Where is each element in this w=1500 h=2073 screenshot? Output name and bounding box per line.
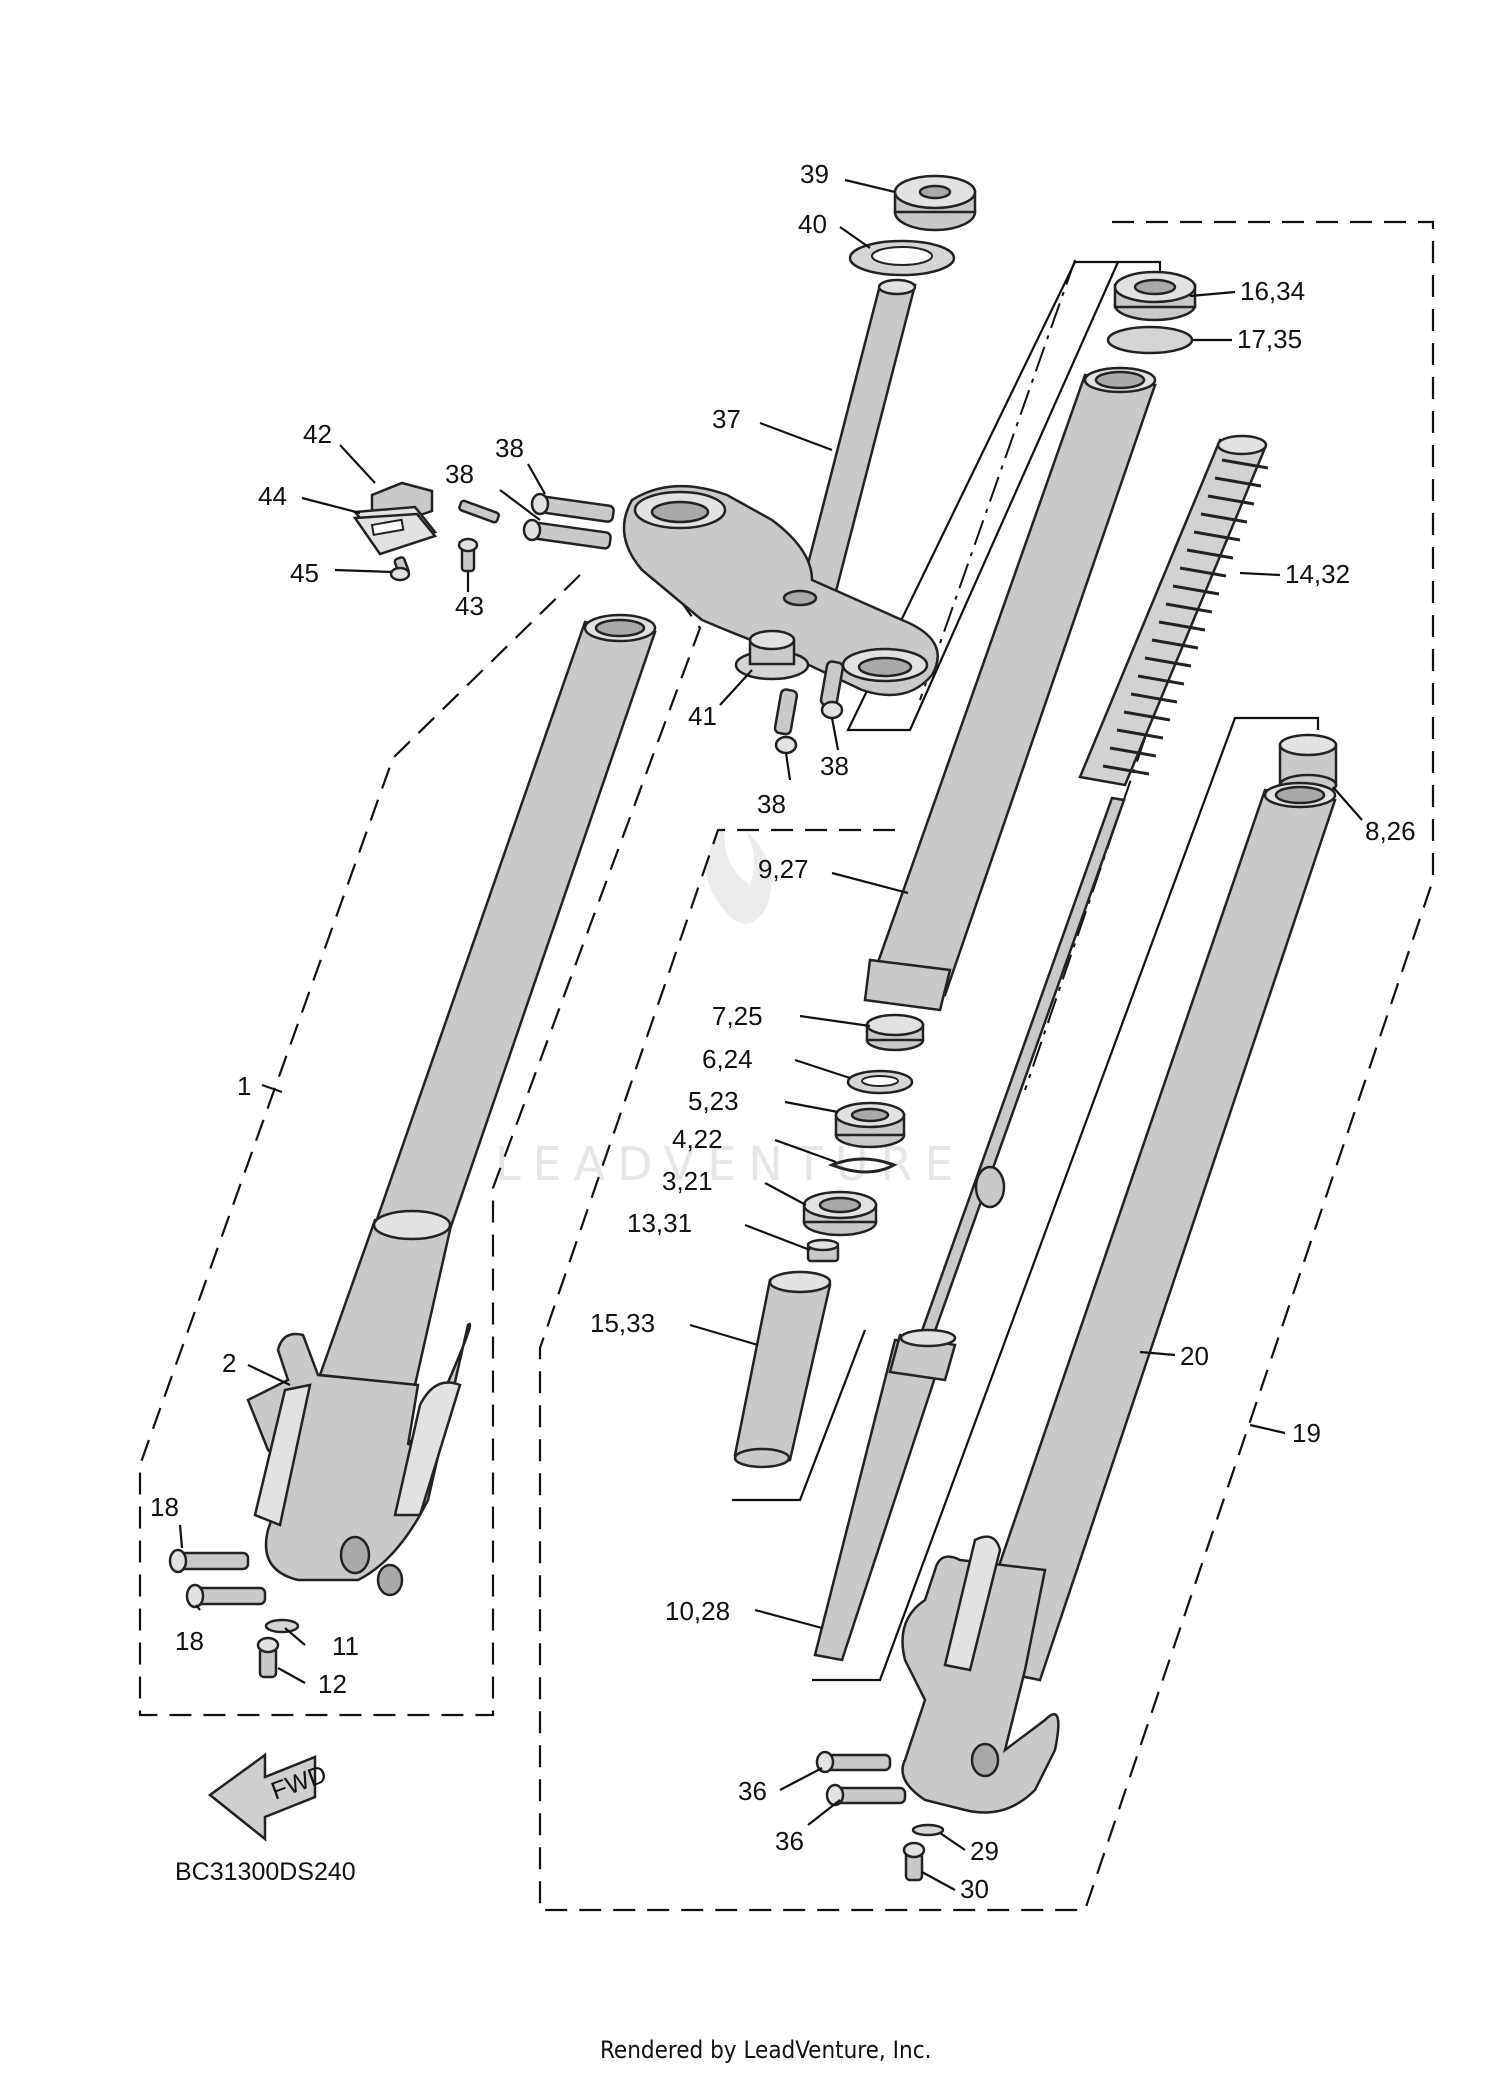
callout-39: 39 <box>800 159 829 189</box>
callout-8-26: 8,26 <box>1365 816 1416 846</box>
circlip <box>827 1157 898 1174</box>
steering-nut <box>893 174 977 232</box>
bracket-clamp <box>846 261 1120 732</box>
outer-tube <box>963 781 1337 1682</box>
bearing-seat <box>734 629 810 681</box>
callout-7-25: 7,25 <box>712 1001 763 1031</box>
washer-11 <box>264 1618 300 1634</box>
callout-40: 40 <box>798 209 827 239</box>
callout-9-27: 9,27 <box>758 854 809 884</box>
hose-guide-plate <box>352 512 438 556</box>
callout-36-a: 36 <box>738 1776 767 1806</box>
cap-bolt <box>1113 270 1197 322</box>
damper-rod <box>916 796 1126 1347</box>
callout-14-32: 14,32 <box>1285 559 1350 589</box>
steering-washer <box>848 239 956 277</box>
bolt-30 <box>902 1841 926 1882</box>
steering-stem <box>798 278 917 597</box>
callout-11: 11 <box>332 1631 359 1661</box>
axle-bolt-18-a <box>168 1548 250 1574</box>
fork-spring <box>1078 434 1269 787</box>
right-lower-leg <box>901 1535 1060 1814</box>
callout-30: 30 <box>960 1874 989 1904</box>
callout-42: 42 <box>303 419 332 449</box>
bracket-cartridge <box>812 716 1320 1682</box>
washer-6 <box>846 1069 914 1095</box>
callout-5-23: 5,23 <box>688 1086 739 1116</box>
callout-3-21: 3,21 <box>662 1166 713 1196</box>
fwd-arrow: FWD <box>207 1752 331 1842</box>
callout-44: 44 <box>258 481 287 511</box>
slide-bushing <box>865 1013 925 1052</box>
nut-13 <box>806 1238 840 1263</box>
pinch-bolt-upper-b <box>522 518 612 550</box>
callout-38-d: 38 <box>757 789 786 819</box>
callout-45: 45 <box>290 558 319 588</box>
leader-lines <box>178 178 1363 1891</box>
bracket-damper <box>732 1329 867 1502</box>
callout-18-bottom: 18 <box>175 1626 204 1656</box>
callout-4-22: 4,22 <box>672 1124 723 1154</box>
callout-13-31: 13,31 <box>627 1208 692 1238</box>
axle-bolt-36-a <box>815 1750 892 1774</box>
oil-seal <box>834 1101 906 1149</box>
bolt-12 <box>256 1636 280 1679</box>
alignment-line-1 <box>919 259 1076 701</box>
washer-29 <box>911 1823 945 1837</box>
callout-36-b: 36 <box>775 1826 804 1856</box>
callout-29: 29 <box>970 1836 999 1866</box>
callout-38-c: 38 <box>820 751 849 781</box>
callout-38-a: 38 <box>495 433 524 463</box>
dust-seal <box>802 1190 878 1237</box>
cartridge-rod <box>813 1328 957 1662</box>
left-fork-assembly <box>246 613 657 1597</box>
pinch-bolt-upper-a <box>530 492 615 523</box>
callout-6-24: 6,24 <box>702 1044 753 1074</box>
bracket-top-tube <box>1075 260 1162 275</box>
screw-45 <box>389 556 411 582</box>
callout-19: 19 <box>1292 1418 1321 1448</box>
callout-18-top: 18 <box>150 1492 179 1522</box>
damper-cylinder <box>733 1270 832 1469</box>
callout-labels: 1 2 11 12 18 18 42 44 45 43 38 38 38 38 … <box>150 159 1416 1904</box>
callout-10-28: 10,28 <box>665 1596 730 1626</box>
o-ring <box>1106 325 1194 355</box>
axle-bolt-36-b <box>825 1783 907 1807</box>
pinch-bolt-lower-a <box>773 688 799 755</box>
group-boundary-left-fork <box>138 574 702 1717</box>
callout-17-35: 17,35 <box>1237 324 1302 354</box>
callout-1: 1 <box>237 1071 251 1101</box>
callout-41: 41 <box>688 701 717 731</box>
callout-12: 12 <box>318 1669 347 1699</box>
callout-37: 37 <box>712 404 741 434</box>
footer-credit: Rendered by LeadVenture, Inc. <box>600 2036 931 2064</box>
diagram-code: BC31300DS240 <box>175 1858 356 1886</box>
callout-15-33: 15,33 <box>590 1308 655 1338</box>
pinch-bolt-lower-b <box>819 660 845 720</box>
callout-38-b: 38 <box>445 459 474 489</box>
axle-bolt-18-b <box>185 1583 267 1609</box>
callout-2: 2 <box>222 1348 236 1378</box>
lower-bracket <box>622 484 939 697</box>
callout-20: 20 <box>1180 1341 1209 1371</box>
inner-tube <box>863 366 1157 1012</box>
screw-43 <box>457 537 479 573</box>
callout-16-34: 16,34 <box>1240 276 1305 306</box>
callout-43: 43 <box>455 591 484 621</box>
